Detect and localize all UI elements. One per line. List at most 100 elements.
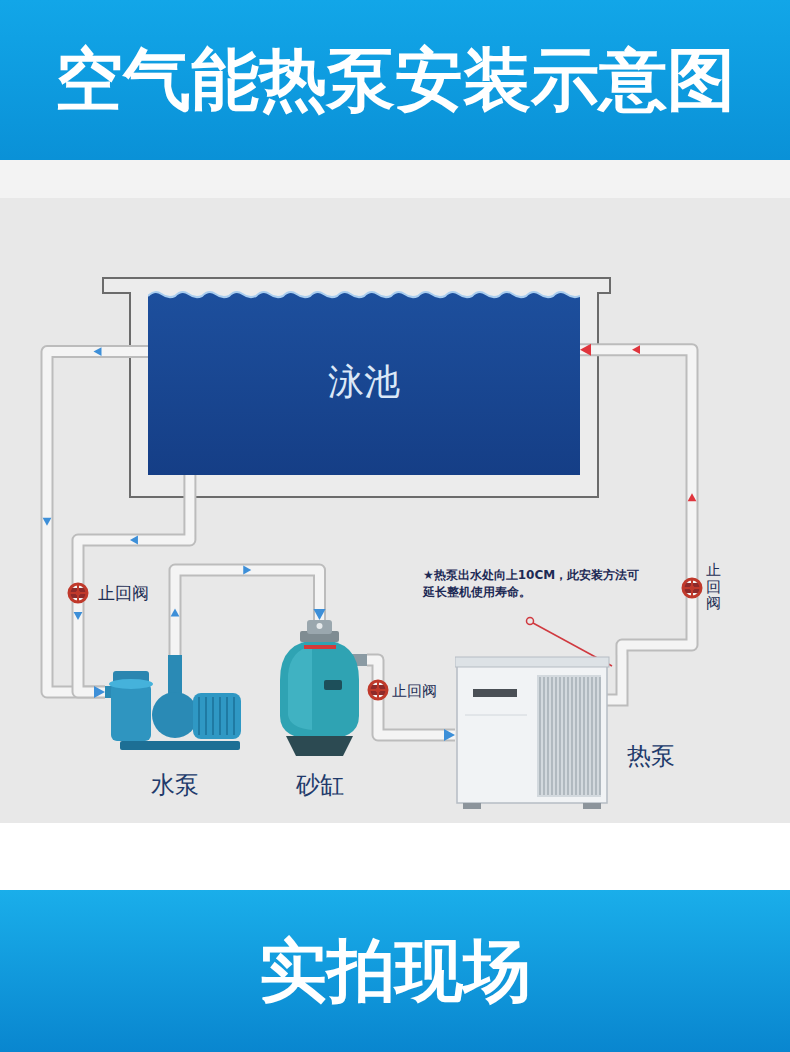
- grille-bar: [539, 677, 540, 795]
- grille-bar: [583, 677, 584, 795]
- pipe-connector: [367, 660, 455, 741]
- pipe-inner: [580, 350, 692, 655]
- motor-fin: [205, 697, 207, 735]
- valve-label: 止回阀: [706, 562, 721, 612]
- flow-arrow: [94, 347, 102, 356]
- unit-foot: [463, 803, 481, 809]
- check-valve-symbol: [369, 681, 387, 699]
- arrowhead: [444, 729, 455, 741]
- section-heading: 实拍现场: [259, 927, 531, 1015]
- pipe-connector: [580, 344, 696, 655]
- flow-arrow: [43, 518, 52, 526]
- filter-tank: [280, 640, 359, 740]
- pump-node: 水泵: [105, 655, 245, 800]
- pump-base: [120, 741, 240, 750]
- motor-fin: [212, 697, 214, 735]
- equipment-label: 水泵: [151, 772, 199, 800]
- grille-bar: [599, 677, 600, 795]
- flow-arrow: [688, 493, 697, 501]
- grille-bar: [555, 677, 556, 795]
- arrowhead: [313, 609, 325, 620]
- gap-band: [0, 160, 790, 198]
- flow-arrow: [130, 536, 138, 545]
- pipe-connector: [43, 347, 148, 698]
- grille-bar: [559, 677, 560, 795]
- sight-window: [324, 680, 342, 690]
- heat-pump-node: 热泵: [455, 655, 680, 810]
- unit-cabinet: [457, 665, 607, 803]
- fan-grille: [537, 675, 601, 797]
- check-valve-symbol: [69, 584, 87, 602]
- heat-pump-illustration: [455, 655, 680, 810]
- motor-fin: [198, 697, 200, 735]
- installation-note: ★热泵出水处向上10CM，此安装方法可延长整机使用寿命。: [423, 567, 641, 601]
- pool-node: 泳池: [148, 288, 580, 475]
- pipe-inner: [47, 352, 148, 692]
- water-pump-illustration: [105, 655, 245, 755]
- grille-bar: [567, 677, 568, 795]
- flow-arrow: [171, 609, 180, 617]
- pump-outlet: [168, 655, 182, 695]
- unit-top: [455, 657, 609, 667]
- motor-fin: [226, 697, 228, 735]
- panel-line: [465, 715, 527, 716]
- motor-fin: [233, 697, 235, 735]
- valve-label: 止回阀: [98, 582, 149, 604]
- filter-node: 砂缸: [272, 620, 367, 800]
- multiport-valve: [307, 620, 332, 634]
- valve-hub: [690, 586, 695, 591]
- tank-wall: [103, 278, 610, 497]
- strainer-pot: [111, 683, 151, 741]
- grille-bar: [579, 677, 580, 795]
- tank-highlight: [288, 646, 312, 730]
- valve-label: 止回阀: [392, 682, 437, 702]
- flow-arrow: [74, 612, 83, 620]
- valve-wheel: [683, 579, 701, 597]
- valve-gauge: [317, 623, 323, 629]
- grille-bar: [595, 677, 596, 795]
- flow-arrow: [632, 345, 640, 354]
- brand-stripe: [304, 645, 336, 649]
- filter-base: [286, 736, 353, 756]
- grille-bar: [587, 677, 588, 795]
- valve-wheel: [369, 681, 387, 699]
- motor-fin: [219, 697, 221, 735]
- grille-bar: [563, 677, 564, 795]
- valve-wheel: [69, 584, 87, 602]
- valve-hub: [376, 688, 381, 693]
- pump-motor: [193, 693, 241, 739]
- equipment-label: 砂缸: [296, 772, 344, 800]
- pipe-inner: [367, 660, 455, 735]
- pool-label: 泳池: [328, 361, 400, 402]
- arrowhead: [580, 344, 591, 356]
- grille-bar: [571, 677, 572, 795]
- pipe-outer: [580, 350, 692, 655]
- equipment-label: 热泵: [627, 743, 675, 771]
- grille-bar: [547, 677, 548, 795]
- grille-bar: [591, 677, 592, 795]
- sand-filter-illustration: [272, 620, 367, 760]
- pipe-outer: [47, 352, 148, 692]
- pipe-outer: [367, 660, 455, 735]
- page-title: 空气能热泵安装示意图: [55, 43, 735, 118]
- check-valve-symbol: [683, 579, 701, 597]
- valve-hub: [76, 591, 81, 596]
- flow-arrow: [243, 566, 251, 575]
- grille-bar: [551, 677, 552, 795]
- brand-plate: [473, 689, 517, 697]
- grille-bar: [543, 677, 544, 795]
- pot-rim: [109, 679, 153, 689]
- arrowhead: [94, 686, 105, 698]
- water-wave-line: [148, 292, 580, 297]
- water-body: [148, 292, 580, 475]
- unit-foot: [583, 803, 601, 809]
- pipe-outer: [175, 570, 320, 655]
- leader-dot: [527, 618, 534, 625]
- grille-bar: [575, 677, 576, 795]
- pipe-inner: [175, 570, 320, 655]
- pump-volute: [152, 692, 198, 738]
